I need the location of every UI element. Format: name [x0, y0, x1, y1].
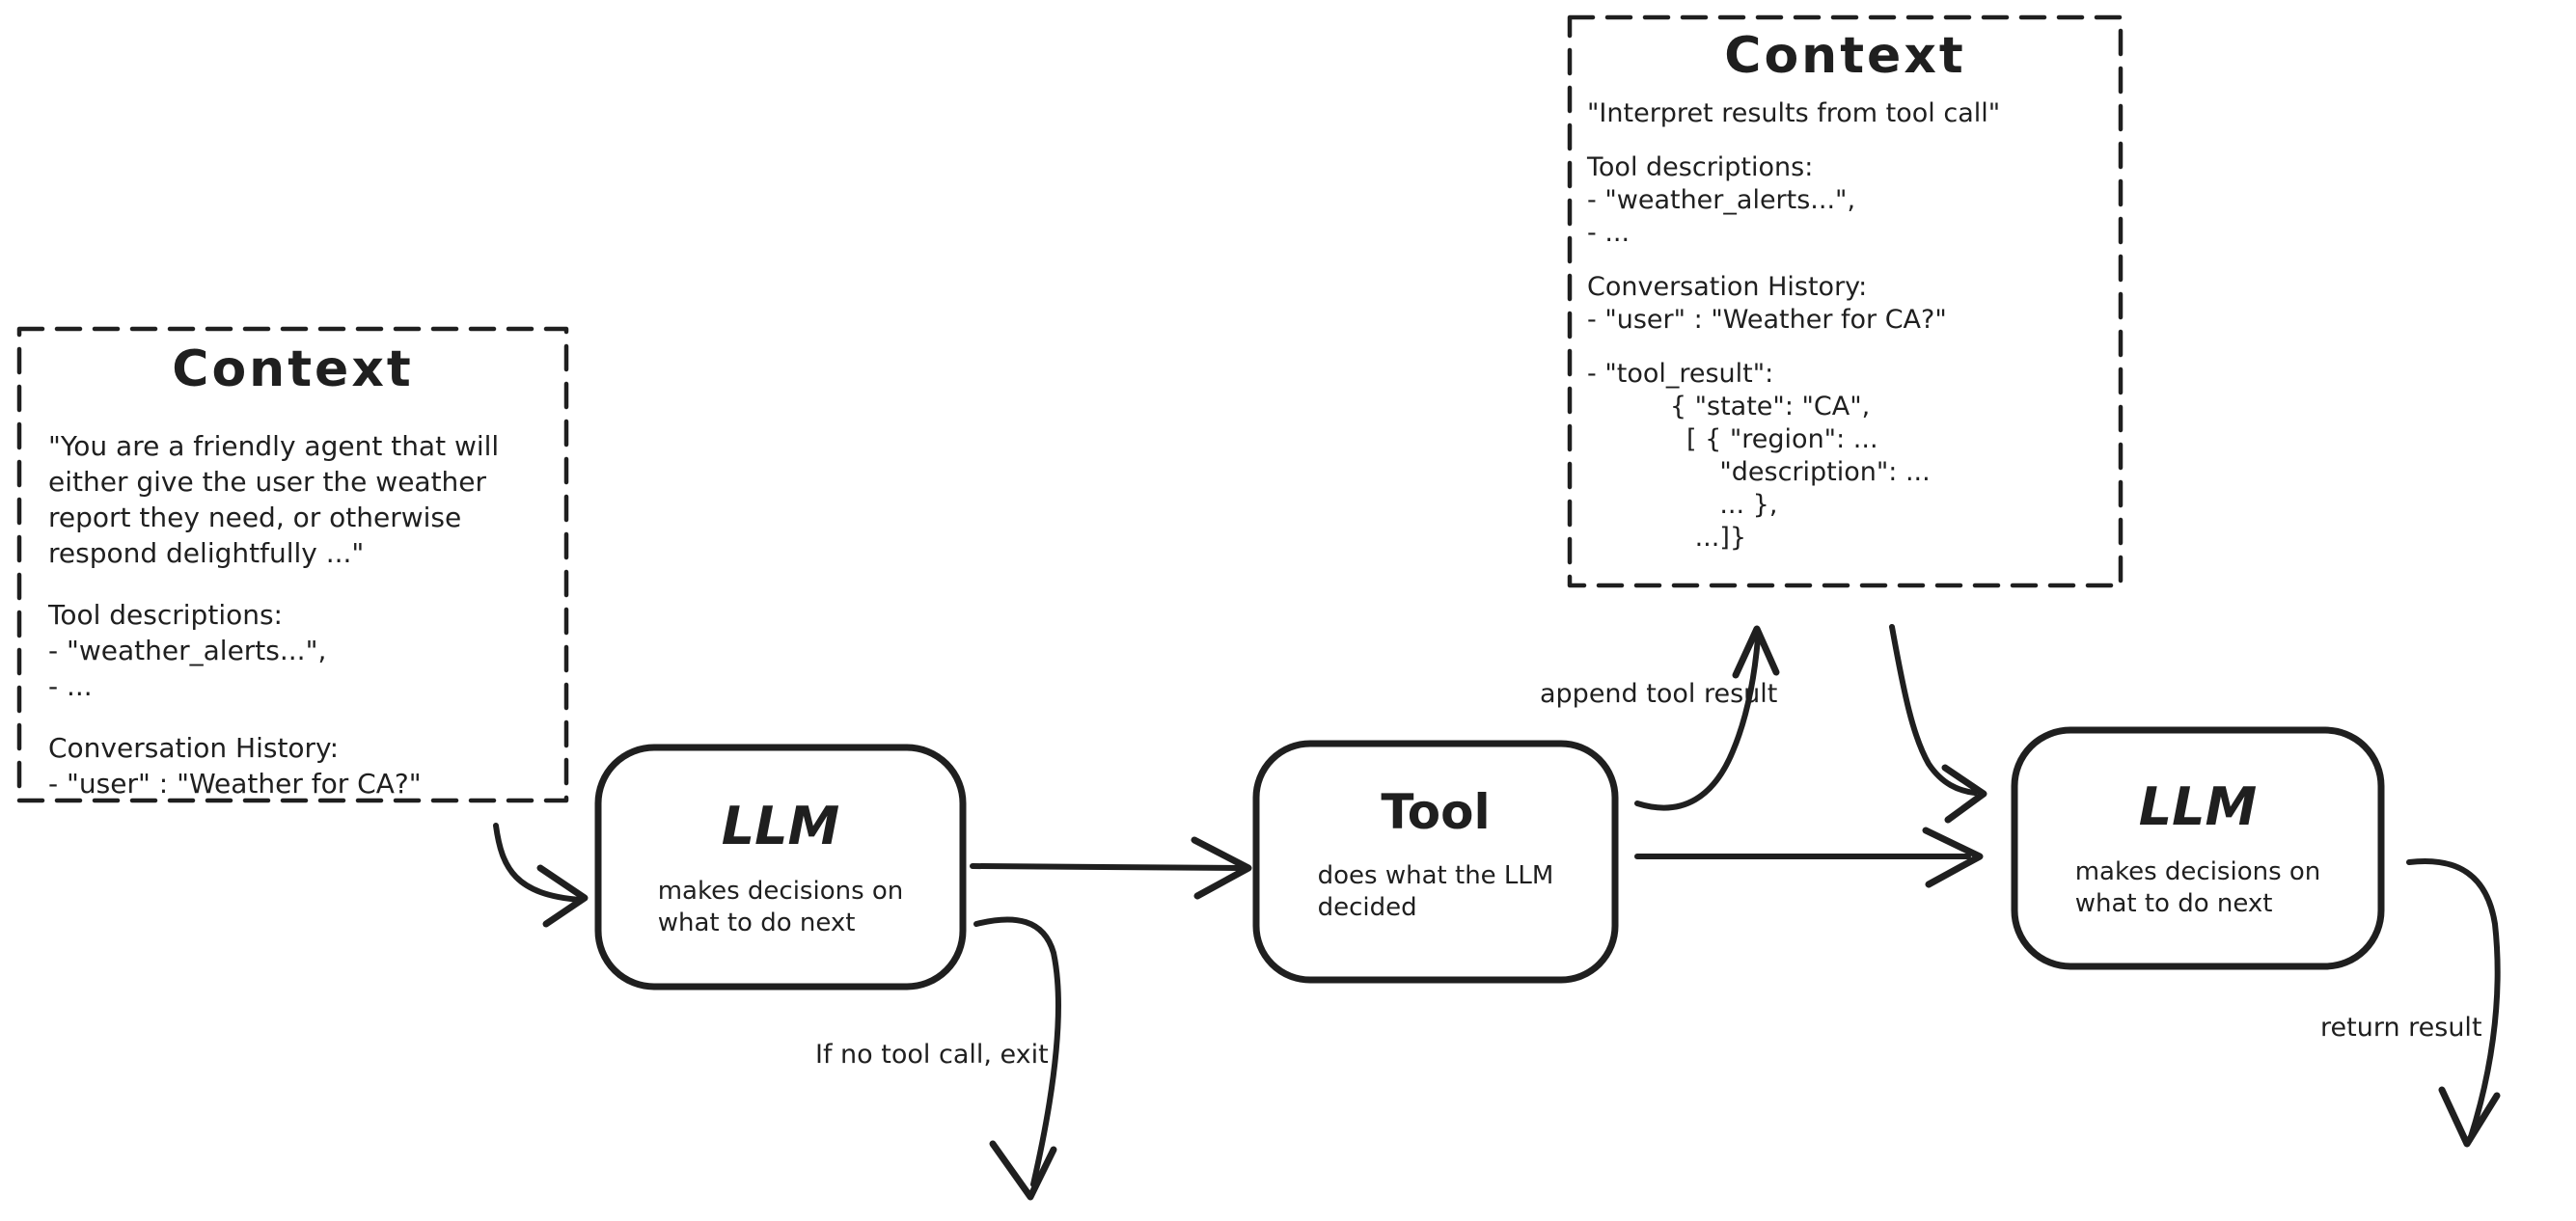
context-right-box: Context "Interpret results from tool cal…: [1570, 17, 2121, 585]
llm-second-title: LLM: [2138, 776, 2258, 837]
tool-subtitle: does what the LLM decided: [1317, 861, 1554, 922]
llm-second-node-border: [2011, 726, 2385, 970]
context-left-title: Context: [172, 340, 414, 398]
conversation-history-text: Conversation History: - "user" : "Weathe…: [1587, 272, 1947, 336]
llm-first-subtitle: makes decisions on what to do next: [657, 877, 904, 938]
llm-first-node: LLM makes decisions on what to do next: [598, 747, 963, 987]
llm-first-node-border: [594, 744, 967, 990]
arrow-tool-to-llm-second: [1634, 827, 1984, 888]
context-right-title: Context: [1724, 27, 1966, 85]
label-no-tool-call-exit: If no tool call, exit: [815, 1040, 1049, 1070]
context-left-border: [16, 326, 569, 803]
tool-title: Tool: [1381, 784, 1491, 840]
context-right-border: [1567, 14, 2124, 588]
arrow-llm-first-to-tool: [970, 836, 1252, 900]
context-left-box: Context "You are a friendly agent that w…: [19, 329, 566, 800]
conversation-history-text: Conversation History: - "user" : "Weathe…: [48, 732, 422, 800]
system-prompt-text: "You are a friendly agent that will eith…: [48, 430, 500, 570]
arrow-llm-second-return: [2406, 858, 2501, 1148]
label-return-result: return result: [2320, 1013, 2482, 1043]
tool-node: Tool does what the LLM decided: [1256, 744, 1615, 980]
arrow-tool-to-context-right: [1634, 625, 1780, 811]
llm-second-subtitle: makes decisions on what to do next: [2074, 857, 2321, 919]
tool-descriptions-text: Tool descriptions: - "weather_alerts..."…: [1587, 152, 1856, 249]
interpret-instruction-text: "Interpret results from tool call": [1587, 98, 2001, 129]
context-right-body: "Interpret results from tool call" Tool …: [1570, 97, 2121, 555]
llm-second-node: LLM makes decisions on what to do next: [2014, 730, 2381, 966]
arrow-llm-first-exit: [973, 916, 1061, 1201]
llm-first-title: LLM: [721, 796, 840, 856]
tool-descriptions-text: Tool descriptions: - "weather_alerts..."…: [48, 599, 327, 703]
tool-result-text: - "tool_result": { "state": "CA", [ { "r…: [1587, 359, 1931, 554]
context-left-body: "You are a friendly agent that will eith…: [19, 428, 566, 801]
arrow-context-right-to-llm-second: [1889, 624, 1987, 824]
arrow-context-left-to-llm-first: [493, 823, 589, 928]
label-append-tool-result: append tool result: [1540, 679, 1778, 709]
tool-node-border: [1252, 740, 1619, 984]
